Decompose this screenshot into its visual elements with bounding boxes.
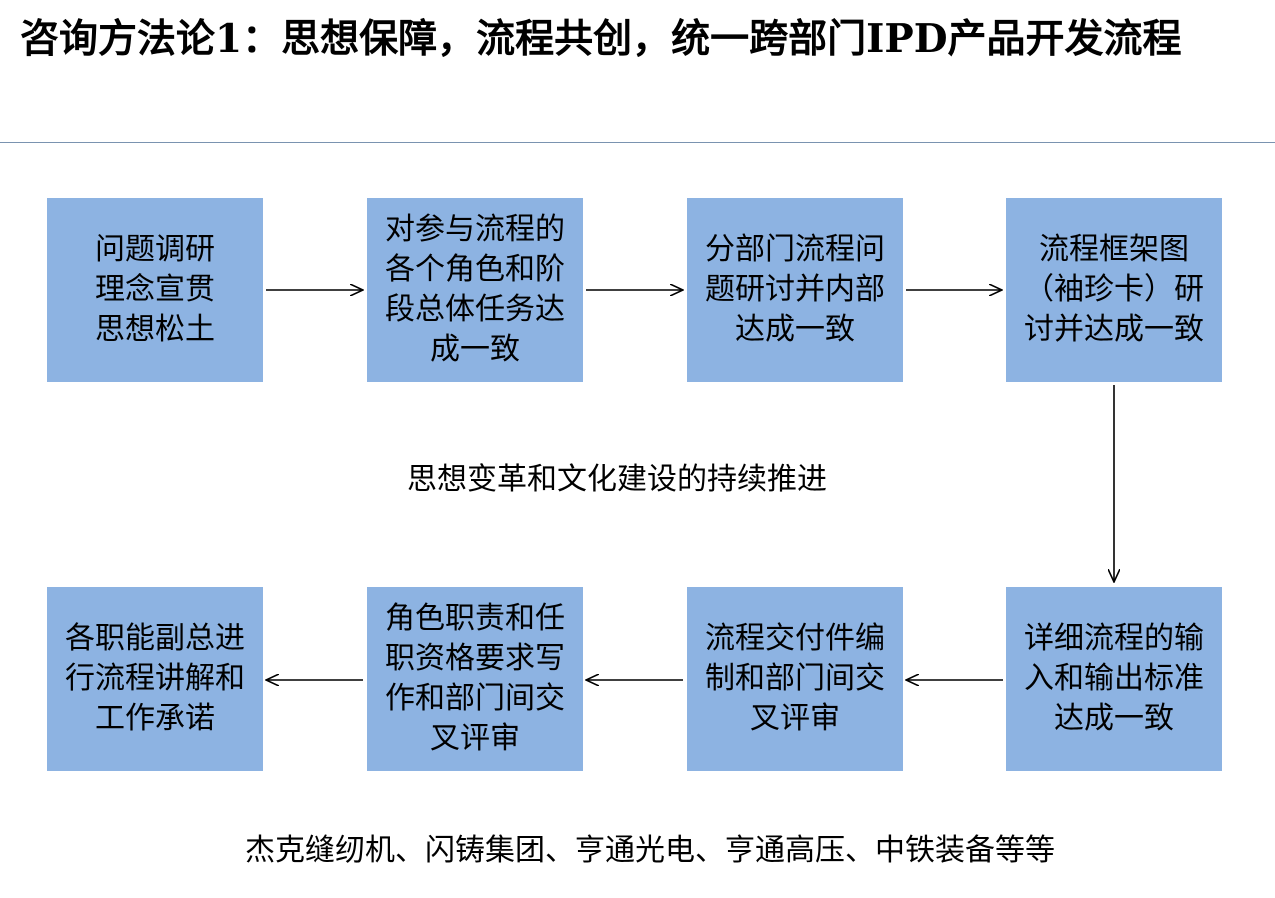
step-label-1: 问题调研理念宣贯思想松土 [95,232,215,347]
step-box-5: 详细流程的输入和输出标准达成一致 [1006,587,1222,771]
step-label-7: 角色职责和任职资格要求写作和部门间交叉评审 [385,601,565,756]
page-title: 咨询方法论1：思想保障，流程共创，统一跨部门IPD产品开发流程 [20,16,1182,62]
step-label-3: 分部门流程问题研讨并内部达成一致 [705,232,885,347]
step-box-2: 对参与流程的各个角色和阶段总体任务达成一致 [367,198,583,382]
step-label-4: 流程框架图（袖珍卡）研讨并达成一致 [1024,232,1204,347]
step-label-5: 详细流程的输入和输出标准达成一致 [1024,621,1204,736]
step-box-1: 问题调研理念宣贯思想松土 [47,198,263,382]
step-label-2: 对参与流程的各个角色和阶段总体任务达成一致 [385,212,565,367]
step-box-8: 各职能副总进行流程讲解和工作承诺 [47,587,263,771]
step-box-6: 流程交付件编制和部门间交叉评审 [687,587,903,771]
client-list: 杰克缝纫机、闪铸集团、亨通光电、亨通高压、中铁装备等等 [245,833,1055,868]
step-box-3: 分部门流程问题研讨并内部达成一致 [687,198,903,382]
step-label-6: 流程交付件编制和部门间交叉评审 [705,621,885,736]
step-box-7: 角色职责和任职资格要求写作和部门间交叉评审 [367,587,583,771]
step-box-4: 流程框架图（袖珍卡）研讨并达成一致 [1006,198,1222,382]
step-label-8: 各职能副总进行流程讲解和工作承诺 [65,621,245,736]
center-caption: 思想变革和文化建设的持续推进 [407,462,827,497]
title-divider [0,142,1275,143]
